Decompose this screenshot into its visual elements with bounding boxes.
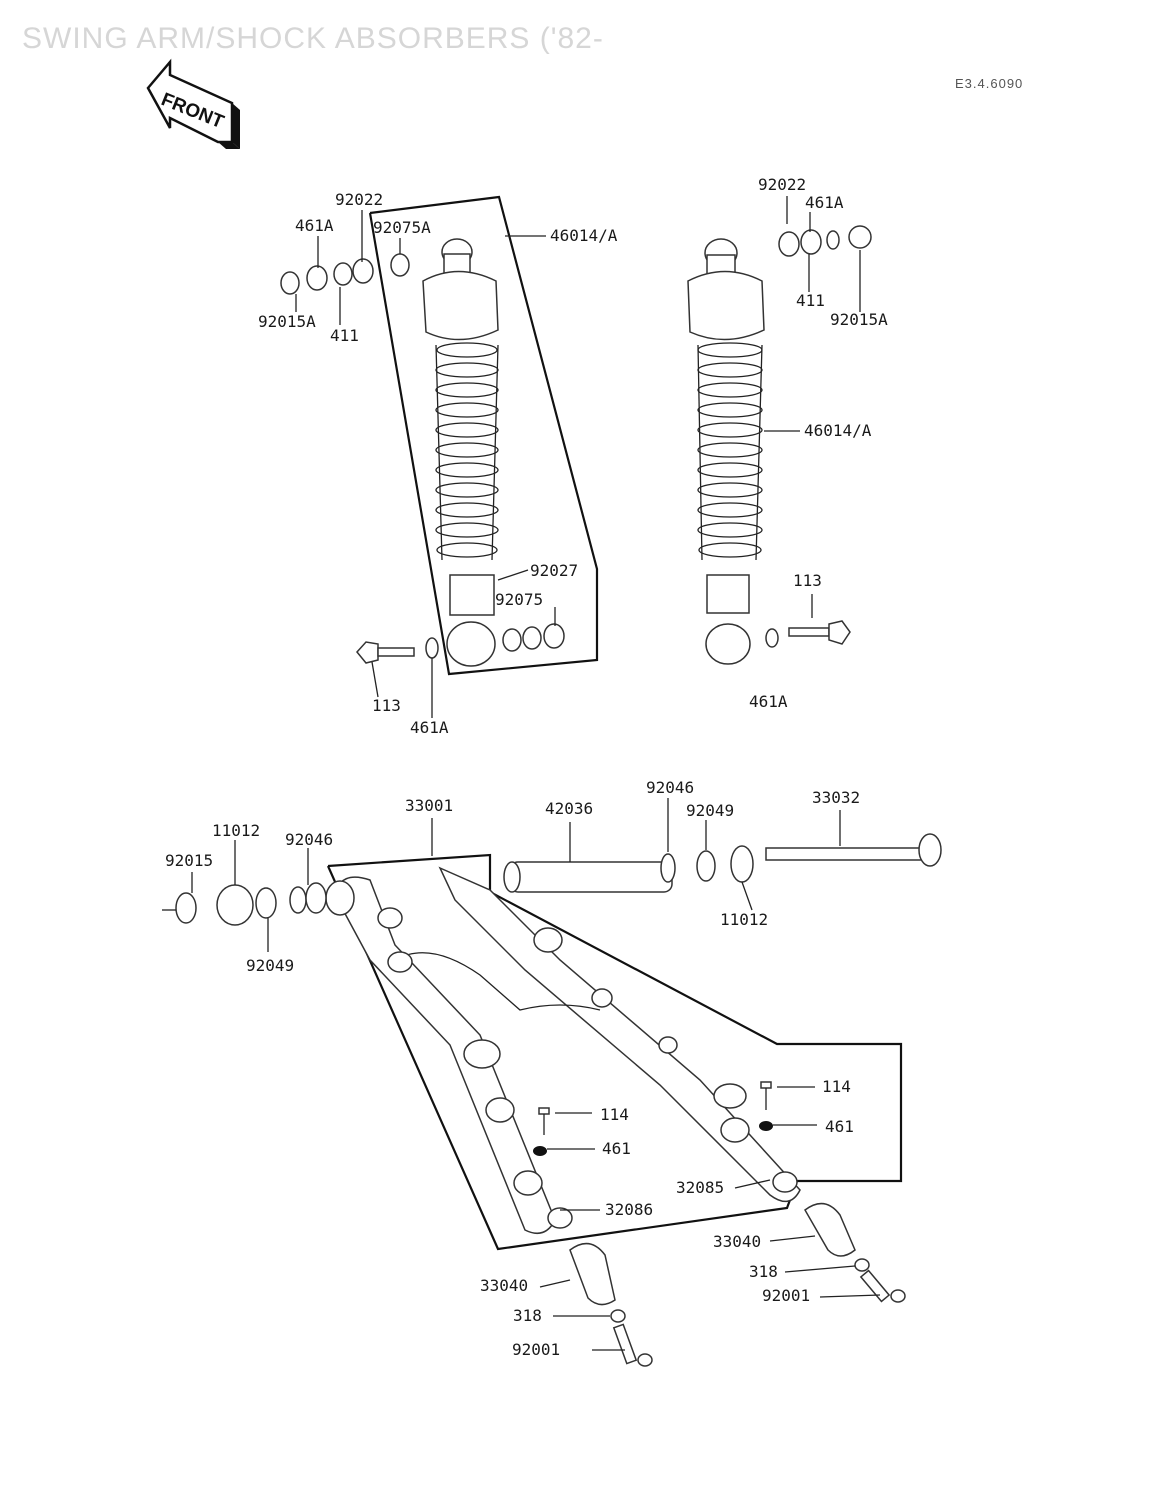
part-label: 411 xyxy=(330,326,359,345)
part-label: 92015A xyxy=(830,310,888,329)
assembly-box-swing-arm xyxy=(326,853,903,1251)
page-title: SWING ARM/SHOCK ABSORBERS ('82- xyxy=(22,22,604,55)
part-label: 33040 xyxy=(480,1276,528,1295)
part-label: 318 xyxy=(513,1306,542,1325)
part-label: 33040 xyxy=(713,1232,761,1251)
part-label: 92001 xyxy=(762,1286,810,1305)
part-label: 114 xyxy=(600,1105,629,1124)
part-label: 113 xyxy=(793,571,822,590)
part-label: 461A xyxy=(749,692,788,711)
reference-code: E3.4.6090 xyxy=(955,76,1023,91)
part-label: 411 xyxy=(796,291,825,310)
part-label: 32085 xyxy=(676,1178,724,1197)
part-label: 92022 xyxy=(335,190,383,209)
bolt-113-right xyxy=(765,620,851,648)
bolt-114-right xyxy=(760,1081,772,1110)
shock-absorber-right xyxy=(687,196,872,665)
part-label: 92075 xyxy=(495,590,543,609)
part-label: 461 xyxy=(602,1139,631,1158)
part-label: 42036 xyxy=(545,799,593,818)
part-label: 92015 xyxy=(165,851,213,870)
part-label: 318 xyxy=(749,1262,778,1281)
part-label: 33032 xyxy=(812,788,860,807)
part-label: 92027 xyxy=(530,561,578,580)
part-label: 92046 xyxy=(285,830,333,849)
part-label: 92049 xyxy=(686,801,734,820)
bolt-114-left xyxy=(538,1107,550,1135)
part-label: 92001 xyxy=(512,1340,560,1359)
part-label: 461A xyxy=(410,718,449,737)
bolt-113-left xyxy=(356,641,415,664)
part-label: 46014/A xyxy=(804,421,872,440)
part-label: 461A xyxy=(295,216,334,235)
swing-arm-assembly xyxy=(162,798,942,1367)
link-33040-right xyxy=(804,1202,856,1257)
link-33040-left xyxy=(569,1242,616,1306)
part-label: 114 xyxy=(822,1077,851,1096)
part-label: 33001 xyxy=(405,796,453,815)
part-label: 92046 xyxy=(646,778,694,797)
part-label: 92049 xyxy=(246,956,294,975)
part-label: 11012 xyxy=(212,821,260,840)
part-label: 46014/A xyxy=(550,226,618,245)
part-label: 92075A xyxy=(373,218,431,237)
part-label: 461A xyxy=(805,193,844,212)
shock-absorber-left xyxy=(280,195,599,718)
part-label: 92015A xyxy=(258,312,316,331)
part-label: 461 xyxy=(825,1117,854,1136)
part-labels: 92022 461A 92075A 46014/A 92015A 411 920… xyxy=(165,175,888,1359)
part-label: 32086 xyxy=(605,1200,653,1219)
part-label: 113 xyxy=(372,696,401,715)
part-label: 92022 xyxy=(758,175,806,194)
assembly-box-left xyxy=(368,195,599,676)
front-arrow-icon: FRONT xyxy=(146,58,240,149)
part-label: 11012 xyxy=(720,910,768,929)
